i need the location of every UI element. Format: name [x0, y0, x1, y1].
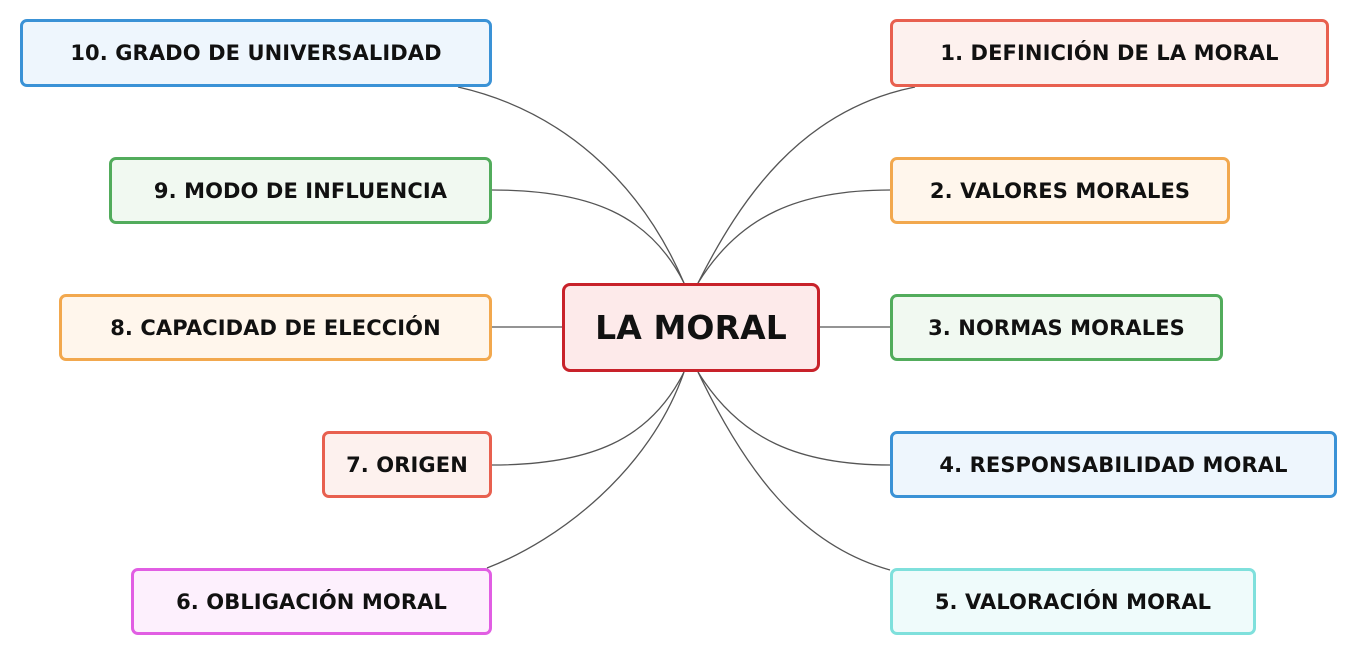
topic-grado-de-universalidad[interactable]: 10. GRADO DE UNIVERSALIDAD [20, 19, 492, 87]
topic-label: 8. CAPACIDAD DE ELECCIÓN [110, 315, 441, 340]
topic-normas-morales[interactable]: 3. NORMAS MORALES [890, 294, 1223, 361]
topic-label: 6. OBLIGACIÓN MORAL [176, 589, 447, 614]
topic-capacidad-de-eleccion[interactable]: 8. CAPACIDAD DE ELECCIÓN [59, 294, 492, 361]
connector-10 [457, 86, 685, 284]
connector-4 [697, 371, 891, 466]
topic-label: 2. VALORES MORALES [929, 178, 1191, 203]
topic-valoracion-moral[interactable]: 5. VALORACIÓN MORAL [890, 568, 1256, 635]
connector-2 [697, 189, 891, 284]
central-topic[interactable]: LA MORAL [562, 283, 820, 372]
central-topic-label: LA MORAL [595, 308, 787, 347]
connector-1 [697, 86, 916, 284]
topic-label: 5. VALORACIÓN MORAL [934, 589, 1212, 614]
topic-label: 7. ORIGEN [346, 452, 468, 477]
topic-label: 1. DEFINICIÓN DE LA MORAL [940, 41, 1279, 65]
connector-5 [697, 371, 891, 571]
topic-label: 3. NORMAS MORALES [928, 315, 1185, 340]
topic-definicion-de-la-moral[interactable]: 1. DEFINICIÓN DE LA MORAL [890, 19, 1329, 87]
connector-7 [491, 371, 685, 466]
topic-label: 9. MODO DE INFLUENCIA [153, 178, 448, 203]
topic-valores-morales[interactable]: 2. VALORES MORALES [890, 157, 1230, 224]
connector-9 [491, 189, 685, 284]
topic-obligacion-moral[interactable]: 6. OBLIGACIÓN MORAL [131, 568, 492, 635]
topic-label: 4. RESPONSABILIDAD MORAL [939, 452, 1288, 477]
topic-label: 10. GRADO DE UNIVERSALIDAD [70, 41, 442, 65]
topic-modo-de-influencia[interactable]: 9. MODO DE INFLUENCIA [109, 157, 492, 224]
topic-origen[interactable]: 7. ORIGEN [322, 431, 492, 498]
connector-6 [486, 371, 685, 569]
topic-responsabilidad-moral[interactable]: 4. RESPONSABILIDAD MORAL [890, 431, 1337, 498]
